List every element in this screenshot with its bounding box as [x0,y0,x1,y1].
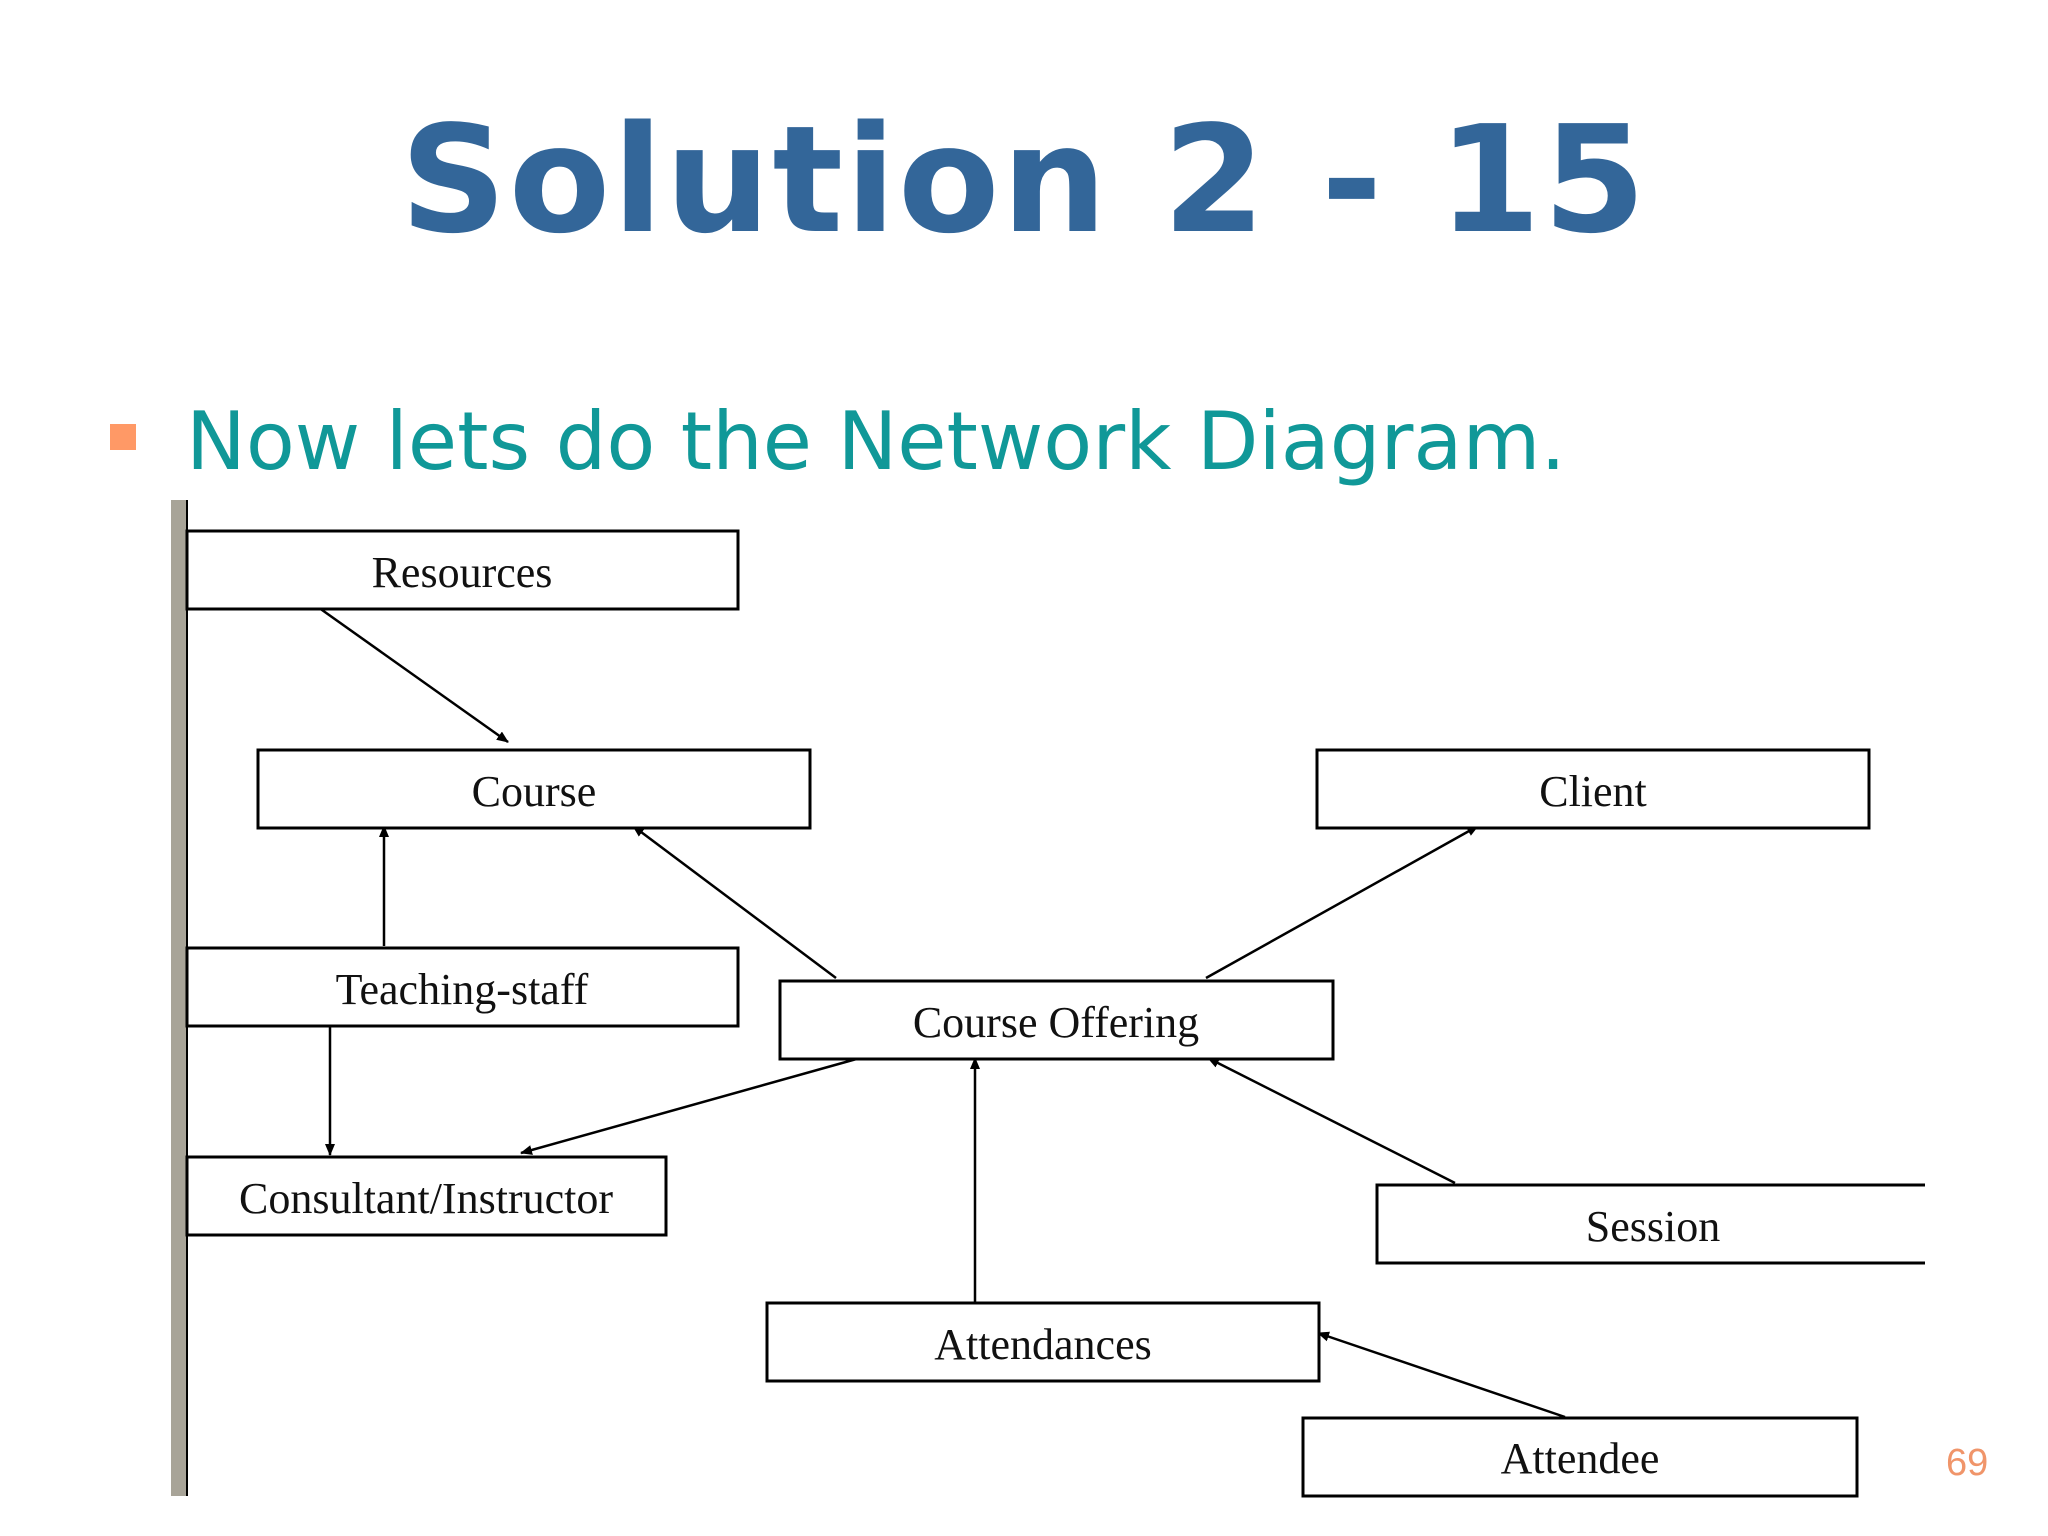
node-label-attendances: Attendances [934,1320,1151,1369]
node-resources: Resources [185,529,740,611]
node-label-consultant-instructor: Consultant/Instructor [239,1174,613,1223]
slide-title: Solution 2 - 15 [400,94,1648,266]
node-label-client: Client [1539,767,1647,816]
node-attendee: Attendee [1301,1416,1859,1498]
page-number: 69 [1946,1442,1989,1484]
edge-attendee-to-attendances [1317,1331,1566,1419]
node-consultant-instructor: Consultant/Instructor [185,1155,668,1237]
edge-courseoffering-to-course [632,824,837,980]
node-session: Session [1375,1183,1925,1265]
node-label-teaching-staff: Teaching-staff [336,965,589,1014]
edges [314,603,1566,1419]
node-label-course-offering: Course Offering [913,998,1199,1047]
node-client: Client [1315,748,1871,830]
bullet-marker [110,424,136,450]
bullet-text: Now lets do the Network Diagram. [186,395,1566,488]
node-teaching-staff: Teaching-staff [185,946,740,1028]
node-label-resources: Resources [372,548,553,597]
edge-courseoffering-to-client [1205,824,1479,980]
left-vertical-bar [171,500,187,1496]
node-label-attendee: Attendee [1501,1434,1660,1483]
edge-session-to-courseoffering [1207,1056,1456,1185]
node-label-course: Course [472,767,597,816]
edge-resources-to-course [314,603,509,744]
node-label-session: Session [1586,1202,1720,1251]
node-attendances: Attendances [765,1301,1321,1383]
node-course: Course [256,748,812,830]
edge-courseoffering-to-consultant [520,1056,861,1155]
node-course-offering: Course Offering [778,979,1335,1061]
